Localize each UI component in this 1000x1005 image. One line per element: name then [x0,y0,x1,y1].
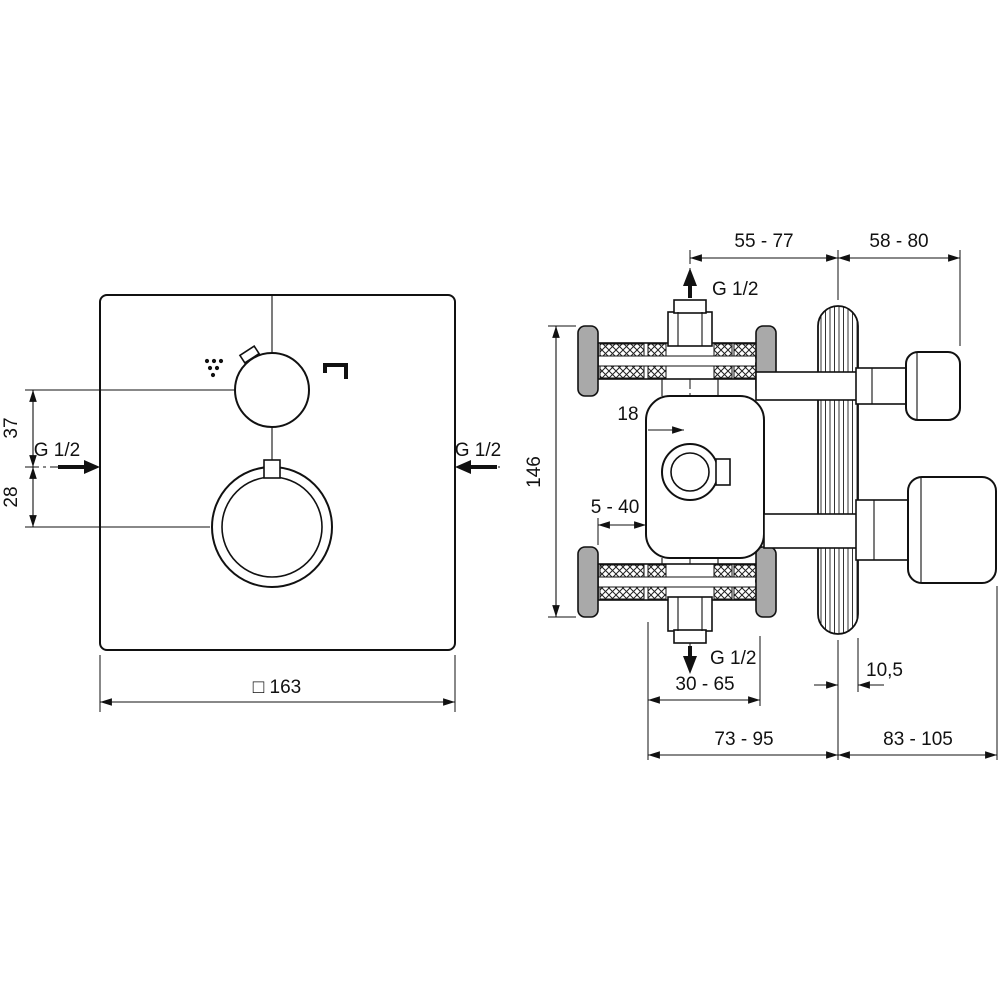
dimension-5-40: 5 - 40 [591,497,646,545]
right-inlet-arrow-icon [455,460,471,474]
escutcheon-plate [817,305,859,635]
dim-30-65-label: 30 - 65 [675,674,734,695]
left-inlet: G 1/2 [25,440,100,474]
right-inlet-label: G 1/2 [455,440,501,461]
top-outlet-arrow-icon [683,268,697,286]
dimension-83-105: 83 - 105 [838,586,998,760]
top-pipe-assembly [577,299,777,397]
dim-18-label: 18 [617,404,638,425]
top-outlet-label: G 1/2 [712,279,758,300]
bottom-outlet: G 1/2 [683,646,756,674]
dim-28-label: 28 [1,486,22,507]
dim-55-77-label: 55 - 77 [734,231,793,252]
diverter-knob [234,352,310,428]
top-port [667,311,713,347]
side-view: G 1/2 G 1/2 55 - 77 58 - 80 146 [524,231,998,760]
dimension-55-77: 55 - 77 [690,231,839,300]
left-inlet-arrow-icon [84,460,100,474]
top-left-wall-flange [577,325,599,397]
left-inlet-label: G 1/2 [34,440,80,461]
dimension-146: 146 [524,325,576,618]
dim-5-40-label: 5 - 40 [591,497,640,518]
dimension-10-5: 10,5 [814,638,903,760]
dim-10-5-label: 10,5 [866,660,903,681]
bottom-left-wall-flange [577,546,599,618]
bottom-port [667,596,713,632]
temperature-knob-tab [263,459,281,479]
bottom-outlet-arrow-icon [683,656,697,674]
bottom-pipe-assembly [577,546,777,644]
dim-163-label: □ 163 [253,677,301,698]
dimension-73-95: 73 - 95 [648,729,838,759]
bottom-outlet-label: G 1/2 [710,648,756,669]
bath-spout-icon [323,363,348,379]
shower-spray-icon [204,358,224,378]
dimension-163: □ 163 [99,655,456,712]
top-handle [755,351,961,421]
dim-58-80-label: 58 - 80 [869,231,928,252]
bottom-right-wall-flange [755,546,777,618]
dimension-37-28: 37 28 [1,389,234,528]
front-view: 37 28 G 1/2 G 1/2 □ 163 [1,294,501,712]
dim-37-label: 37 [1,417,22,438]
dim-83-105-label: 83 - 105 [883,729,953,750]
top-outlet: G 1/2 [683,268,758,300]
dimension-18: 18 [617,404,684,434]
temperature-knob-inner [221,476,323,578]
dimension-58-80: 58 - 80 [838,231,961,346]
right-inlet: G 1/2 [455,440,501,474]
dim-146-label: 146 [524,456,545,488]
diverter-knob-tab [238,344,261,365]
dim-73-95-label: 73 - 95 [714,729,773,750]
bottom-handle [763,476,997,584]
dimension-30-65: 30 - 65 [647,622,761,760]
valve-body [645,379,765,564]
